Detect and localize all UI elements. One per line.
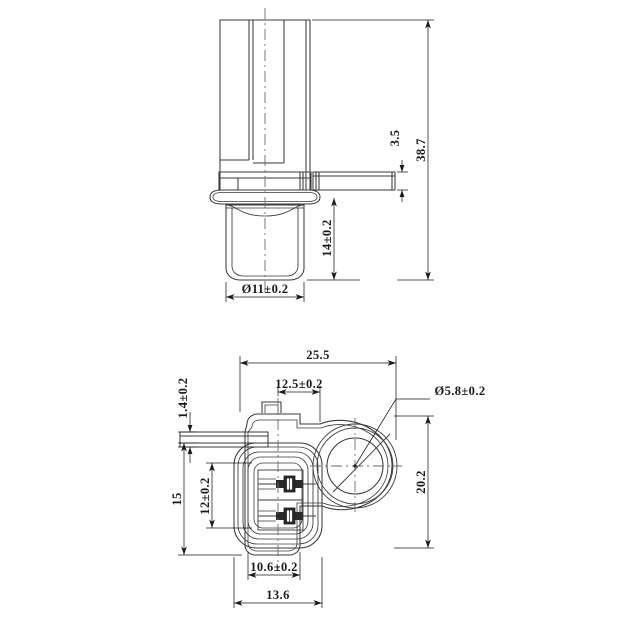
terminal-pin-1 [258, 475, 316, 493]
dimtext-tip-height: 14±0.2 [320, 219, 334, 256]
dimtext-tip-diameter: Ø11±0.2 [242, 282, 289, 296]
terminal-pins [257, 469, 316, 531]
dimtext-boss-height: 20.2 [414, 470, 428, 493]
front-view-dimensions [225, 19, 434, 302]
dimtext-tab-thickness: 3.5 [388, 130, 402, 147]
dimtext-overall-height: 38.7 [414, 138, 428, 161]
dimtext-flange-thickness: 1.4±0.2 [176, 378, 190, 419]
dimtext-overall-length: 25.5 [306, 348, 329, 362]
dimtext-connector-height-inner: 12±0.2 [198, 477, 212, 514]
leader-mounting-hole [353, 398, 430, 468]
dimtext-connector-width: 13.6 [266, 588, 289, 602]
mounting-tab [312, 171, 396, 191]
view-front-elevation [209, 8, 396, 296]
dimtext-body-height: 15 [170, 492, 184, 505]
housing-outline [244, 401, 393, 556]
terminal-pin-2 [258, 507, 316, 525]
dimtext-connector-width-inner: 12.5±0.2 [275, 377, 323, 391]
dimtext-mounting-hole-diameter: Ø5.8±0.2 [434, 384, 485, 398]
o-ring-seal [209, 189, 321, 205]
dimtext-connector-opening: 10.6±0.2 [250, 560, 298, 574]
sensing-tip [225, 204, 305, 281]
plan-view-dimensions [178, 356, 434, 608]
